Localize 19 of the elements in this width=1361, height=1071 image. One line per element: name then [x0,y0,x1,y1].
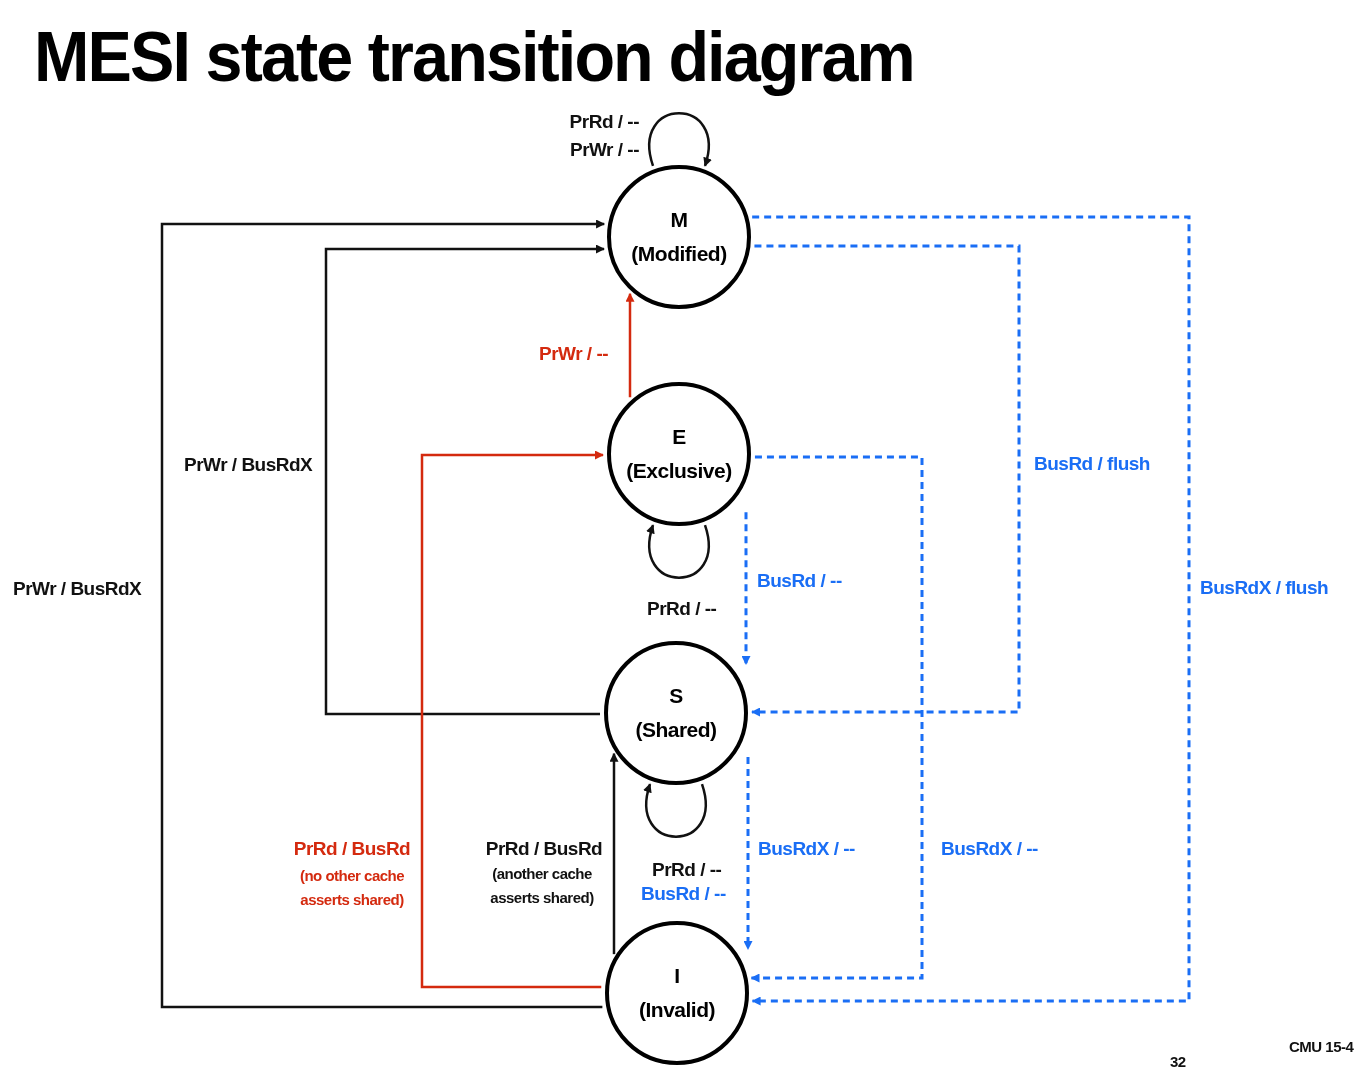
arrow [160,219,606,1009]
state-name: (Shared) [635,717,717,743]
arrow [420,450,604,989]
arrow [646,524,710,579]
arrow [643,783,707,838]
state-letter: M [670,207,688,233]
arrow [648,112,712,167]
arrow [625,292,635,398]
arrow [324,244,605,716]
state-name: (Invalid) [639,997,715,1023]
state-letter: E [672,424,686,450]
state-letter: I [674,963,680,989]
state-letter: S [669,683,683,709]
state-name: (Modified) [631,241,727,267]
arrow [751,244,1021,717]
arrow [750,455,924,983]
arrow [751,215,1191,1006]
state-name: (Exclusive) [626,458,732,484]
arrow [609,752,619,955]
